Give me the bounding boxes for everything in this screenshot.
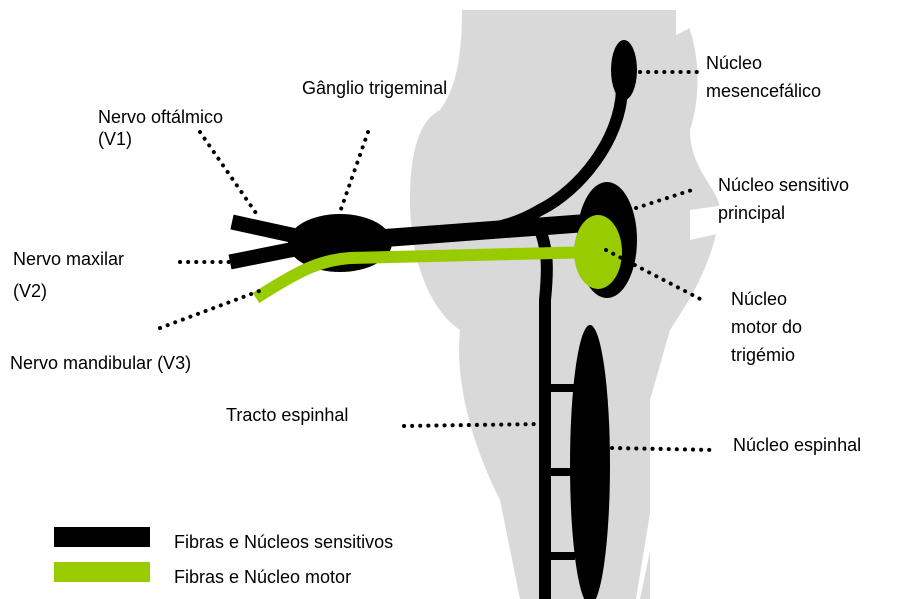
brainstem-notch-right	[676, 10, 710, 35]
legend-label-motor: Fibras e Núcleo motor	[174, 566, 351, 588]
label-motor-line3: trigémio	[731, 344, 802, 366]
label-maxillary-line2: (V2)	[13, 280, 124, 302]
brainstem-silhouette	[410, 10, 720, 599]
legend-swatch-sensory	[54, 527, 150, 547]
leader-ganglion	[340, 132, 368, 212]
label-principal-sensory-nucleus: Núcleo sensitivo principal	[718, 174, 849, 224]
spinal-connector-3	[545, 552, 575, 560]
spinal-connector-2	[545, 468, 575, 476]
leader-mandibular	[160, 290, 262, 328]
label-mandibular-nerve: Nervo mandibular (V3)	[10, 352, 191, 374]
label-principal-line1: Núcleo sensitivo	[718, 174, 849, 196]
label-maxillary-line1: Nervo maxilar	[13, 248, 124, 270]
label-ophthalmic-nerve: Nervo oftálmico (V1)	[98, 106, 223, 150]
legend-label-sensory: Fibras e Núcleos sensitivos	[174, 531, 393, 553]
spinal-tract	[540, 230, 547, 599]
label-mesencephalic-line1: Núcleo	[706, 52, 821, 74]
label-ophthalmic-line2: (V1)	[98, 128, 223, 150]
label-maxillary-nerve: Nervo maxilar (V2)	[13, 248, 124, 302]
label-trigeminal-ganglion: Gânglio trigeminal	[302, 77, 447, 99]
label-spinal-nucleus: Núcleo espinhal	[733, 434, 861, 456]
label-spinal-tract: Tracto espinhal	[226, 404, 348, 426]
legend-swatch-motor	[54, 562, 150, 582]
label-mesencephalic-nucleus: Núcleo mesencefálico	[706, 52, 821, 102]
label-ophthalmic-line1: Nervo oftálmico	[98, 106, 223, 128]
label-mesencephalic-line2: mesencefálico	[706, 80, 821, 102]
label-motor-line2: motor do	[731, 316, 802, 338]
label-motor-nucleus: Núcleo motor do trigémio	[731, 288, 802, 366]
label-principal-line2: principal	[718, 202, 849, 224]
mesencephalic-nucleus	[611, 40, 637, 100]
spinal-connector-1	[545, 384, 575, 392]
maxillary-branch	[230, 248, 300, 262]
spinal-nucleus	[570, 325, 610, 599]
label-motor-line1: Núcleo	[731, 288, 802, 310]
